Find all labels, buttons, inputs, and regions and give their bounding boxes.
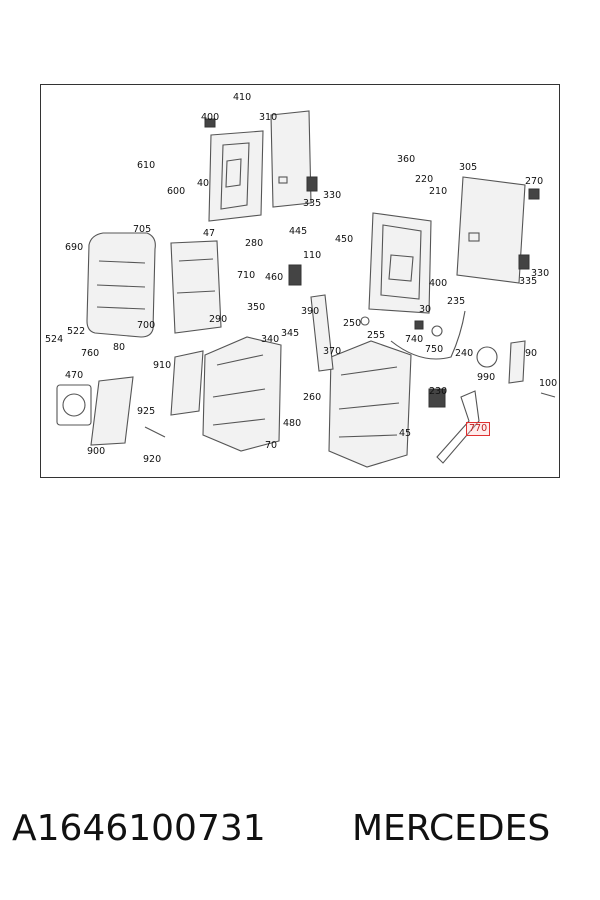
callout-label: 100 [539, 378, 558, 389]
callout-label: 210 [429, 186, 448, 197]
callout-label: 910 [153, 360, 172, 371]
callout-label: 400 [429, 278, 448, 289]
callout-label: 330 [531, 268, 550, 279]
callout-label: 250 [343, 318, 362, 329]
callout-label: 925 [137, 406, 156, 417]
callout-label: 610 [137, 160, 156, 171]
highlighted-callout-770: 770 [466, 422, 491, 436]
callout-label: 45 [399, 428, 412, 439]
right-back-frame [368, 212, 432, 314]
callout-label: 310 [259, 112, 278, 123]
callout-label: 305 [459, 162, 478, 173]
part-number: A1646100731 [12, 808, 266, 849]
callout-label: 522 [67, 326, 86, 337]
callout-label: 270 [525, 176, 544, 187]
callout-label: 700 [137, 320, 156, 331]
back-panel-310 [270, 110, 312, 208]
callout-label: 110 [303, 250, 322, 261]
callout-label: 690 [65, 242, 84, 253]
callout-label: 260 [303, 392, 322, 403]
callout-label: 760 [81, 348, 100, 359]
callout-label: 360 [397, 154, 416, 165]
callout-label: 90 [525, 348, 538, 359]
callout-label: 335 [303, 198, 322, 209]
callout-label: 600 [167, 186, 186, 197]
callout-label: 390 [301, 306, 320, 317]
callout-label: 920 [143, 454, 162, 465]
callout-label: 240 [455, 348, 474, 359]
callout-label: 524 [45, 334, 64, 345]
callout-label: 80 [113, 342, 126, 353]
callout-label: 220 [415, 174, 434, 185]
callout-label: 705 [133, 224, 152, 235]
seat-cushion-70 [202, 336, 282, 452]
exploded-view-drawing [56, 110, 556, 468]
callout-label: 400 [201, 112, 220, 123]
callout-label: 335 [519, 276, 538, 287]
callout-label: 40 [197, 178, 210, 189]
callout-label: 410 [233, 92, 252, 103]
callout-label: 290 [209, 314, 228, 325]
cable-240 [390, 310, 466, 360]
seat-back-frame [208, 130, 264, 222]
seat-cushion-47 [170, 240, 222, 334]
callout-label: 480 [283, 418, 302, 429]
callout-label: 235 [447, 296, 466, 307]
parts-diagram: 410 400 310 610 600 40 360 305 220 210 2… [40, 84, 560, 478]
callout-label: 350 [247, 302, 266, 313]
callout-label: 900 [87, 446, 106, 457]
footer-caption: A1646100731 MERCEDES [0, 802, 600, 862]
cup-holder-470 [56, 384, 92, 426]
rail-390 [310, 294, 334, 372]
callout-label: 370 [323, 346, 342, 357]
back-panel-305 [456, 176, 526, 284]
callout-label: 445 [289, 226, 308, 237]
brand-name: MERCEDES [352, 808, 551, 849]
callout-label: 990 [477, 372, 496, 383]
callout-label: 330 [323, 190, 342, 201]
callout-label: 47 [203, 228, 216, 239]
callout-label: 70 [265, 440, 278, 451]
callout-label: 450 [335, 234, 354, 245]
handle-990 [476, 346, 498, 368]
callout-label: 710 [237, 270, 256, 281]
callout-label: 460 [265, 272, 284, 283]
panel-90 [508, 340, 526, 384]
seat-cushion-45 [328, 340, 412, 468]
callout-label: 345 [281, 328, 300, 339]
small-hardware [144, 118, 556, 438]
callout-label: 230 [429, 386, 448, 397]
callout-label: 340 [261, 334, 280, 345]
callout-label: 750 [425, 344, 444, 355]
panel-910 [170, 350, 204, 416]
armrest-900 [90, 376, 134, 446]
seat-cushion-690 [86, 232, 156, 338]
callout-label: 470 [65, 370, 84, 381]
callout-label: 740 [405, 334, 424, 345]
callout-label: 30 [419, 304, 432, 315]
lock-assembly-770 [436, 390, 480, 464]
callout-label: 255 [367, 330, 386, 341]
callout-label: 280 [245, 238, 264, 249]
